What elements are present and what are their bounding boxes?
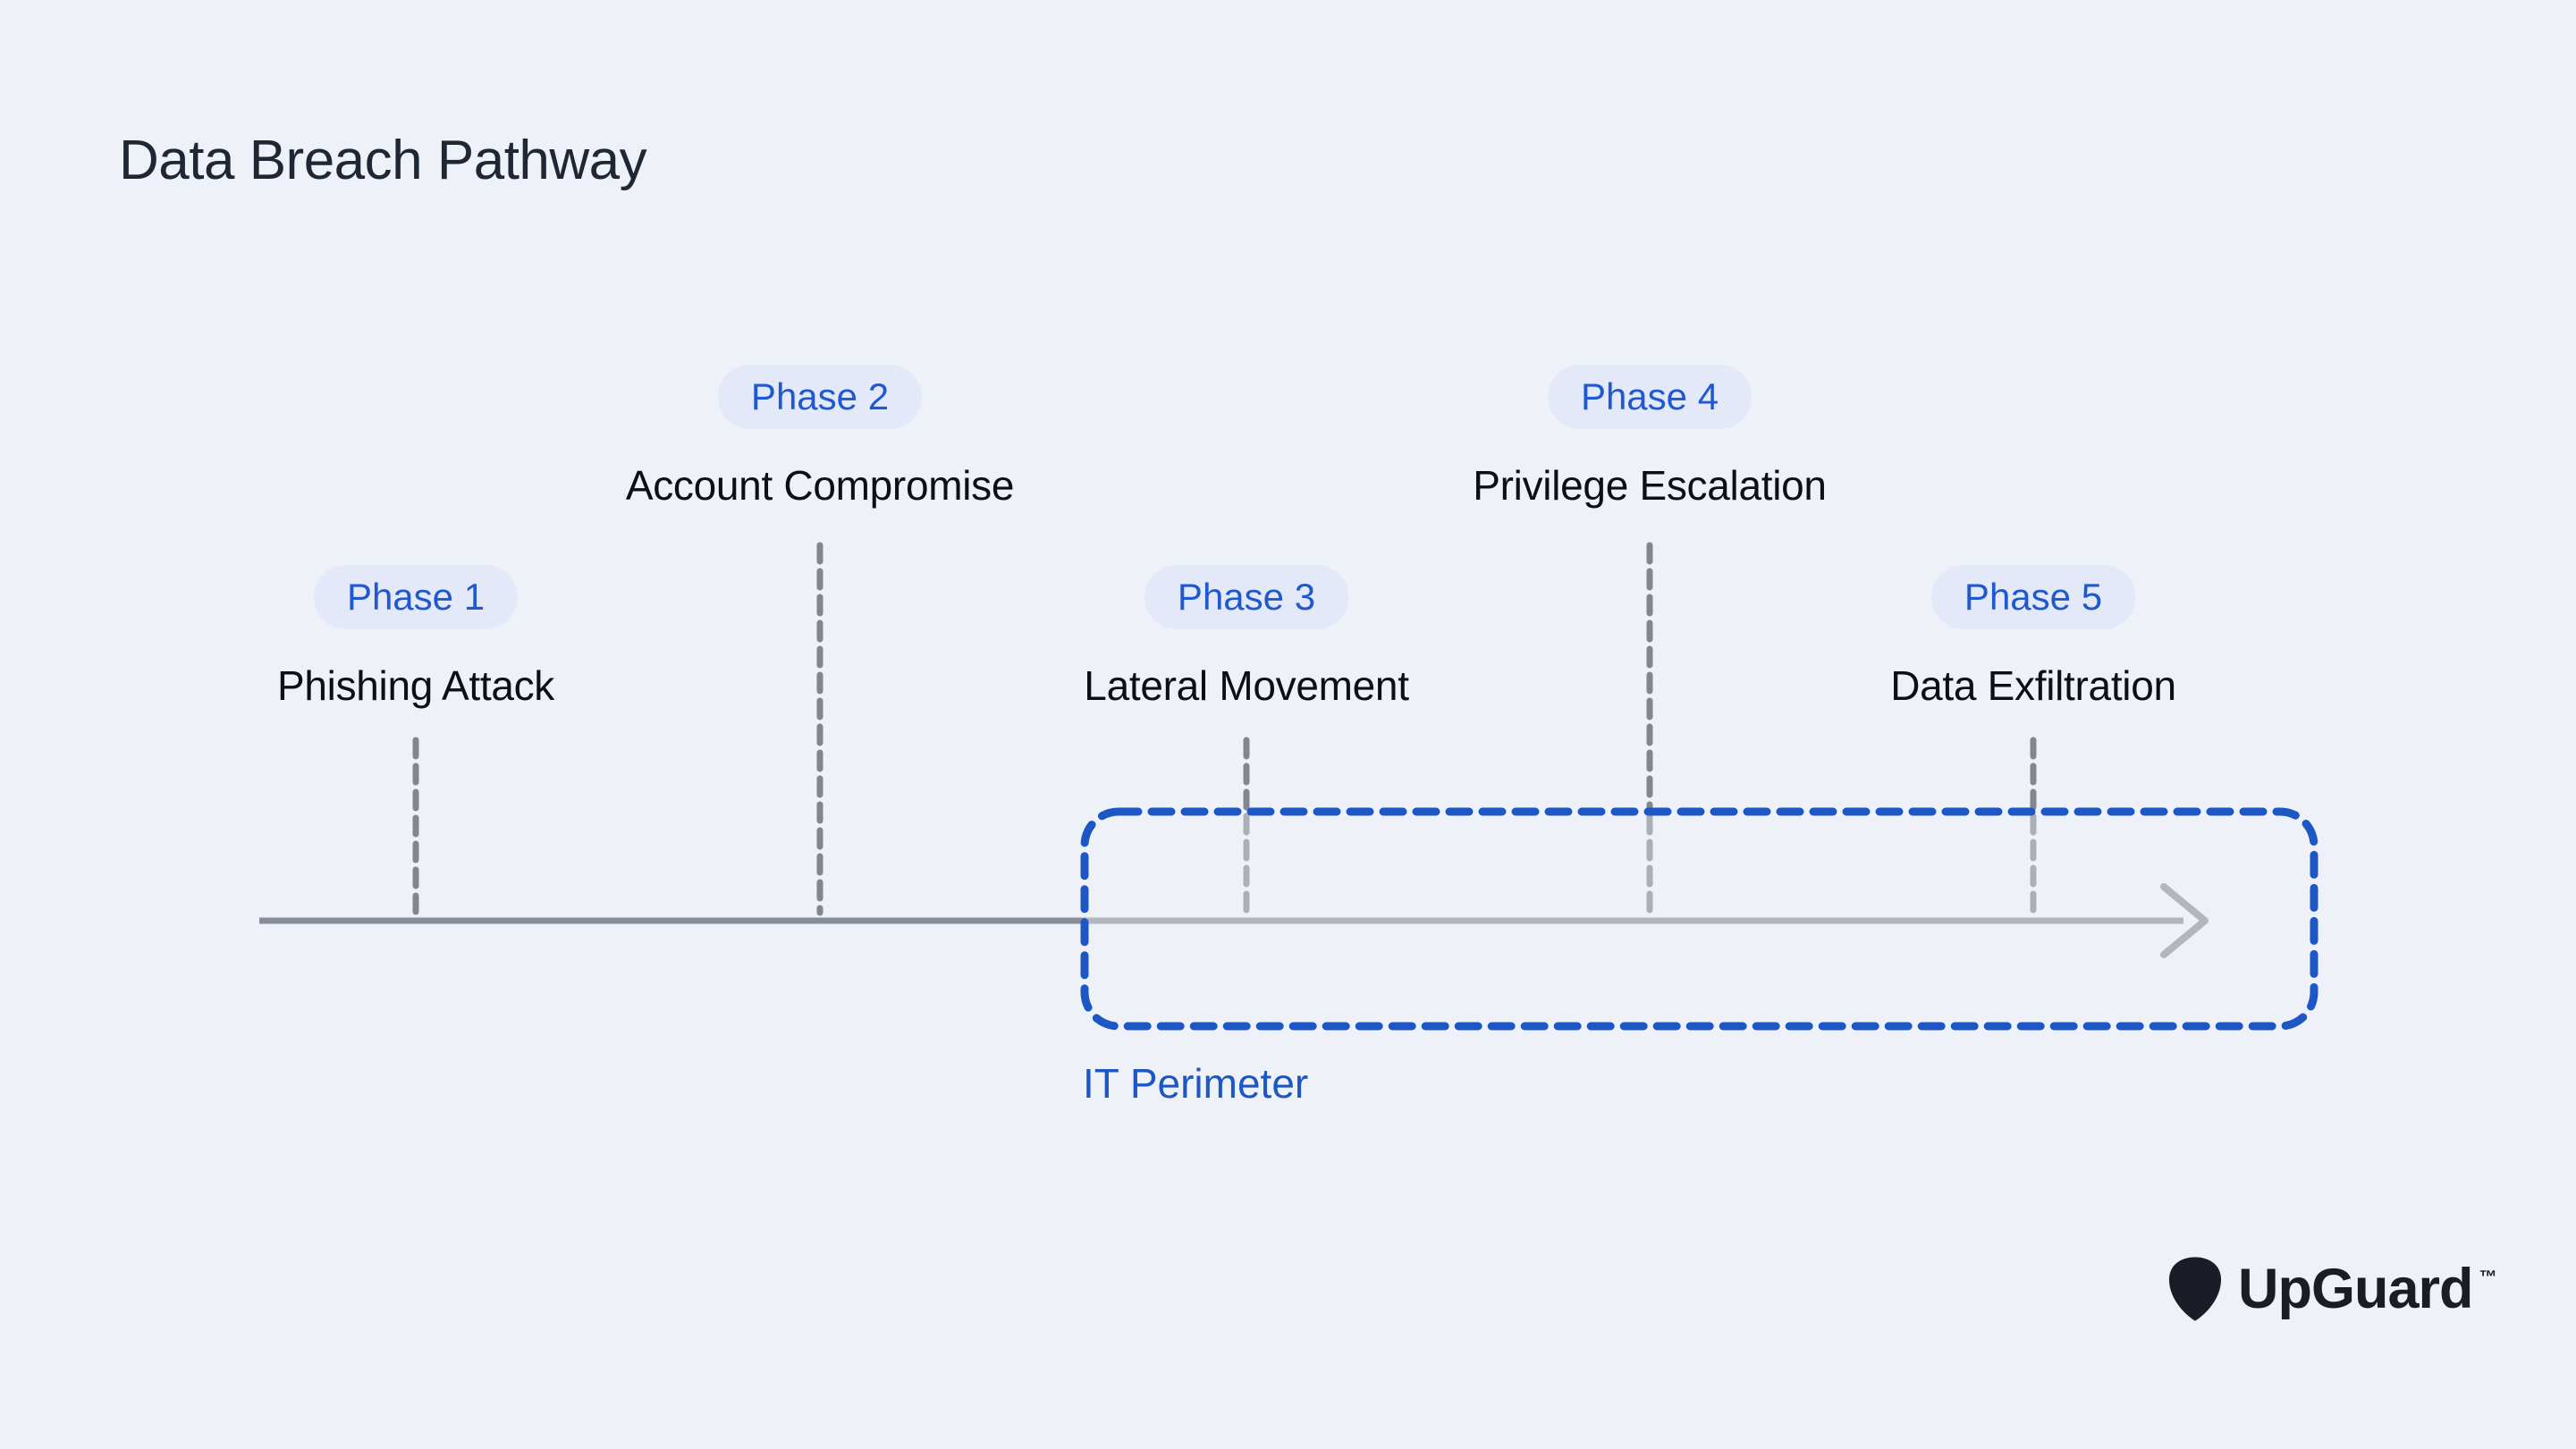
phase-2-group: Phase 2 Account Compromise — [626, 365, 1014, 510]
phase-2-badge: Phase 2 — [717, 365, 923, 429]
phase-4-label: Privilege Escalation — [1473, 462, 1827, 509]
phase-3-group: Phase 3 Lateral Movement — [1084, 565, 1409, 710]
phase-2-label: Account Compromise — [625, 462, 1015, 509]
phase-1-label: Phishing Attack — [276, 662, 555, 709]
upguard-wordmark: UpGuard — [2238, 1258, 2474, 1320]
phase-4-badge: Phase 4 — [1547, 365, 1753, 429]
phase-1-badge: Phase 1 — [313, 565, 519, 629]
upguard-logo: UpGuard ™ — [2166, 1255, 2497, 1323]
upguard-pick-icon — [2168, 1257, 2222, 1321]
timeline-arrowhead-icon — [2160, 883, 2209, 958]
trademark-symbol: ™ — [2479, 1268, 2497, 1287]
phase-4-group: Phase 4 Privilege Escalation — [1473, 365, 1827, 510]
phase-5-group: Phase 5 Data Exfiltration — [1890, 565, 2176, 710]
page-title: Data Breach Pathway — [119, 130, 647, 191]
phase-1-group: Phase 1 Phishing Attack — [277, 565, 554, 710]
it-perimeter-label: IT Perimeter — [1083, 1060, 1309, 1107]
phase-3-badge: Phase 3 — [1144, 565, 1349, 629]
phase-3-label: Lateral Movement — [1084, 662, 1409, 709]
it-perimeter-box — [1080, 807, 2318, 1031]
phase-5-badge: Phase 5 — [1930, 565, 2136, 629]
phase-5-label: Data Exfiltration — [1890, 662, 2176, 709]
